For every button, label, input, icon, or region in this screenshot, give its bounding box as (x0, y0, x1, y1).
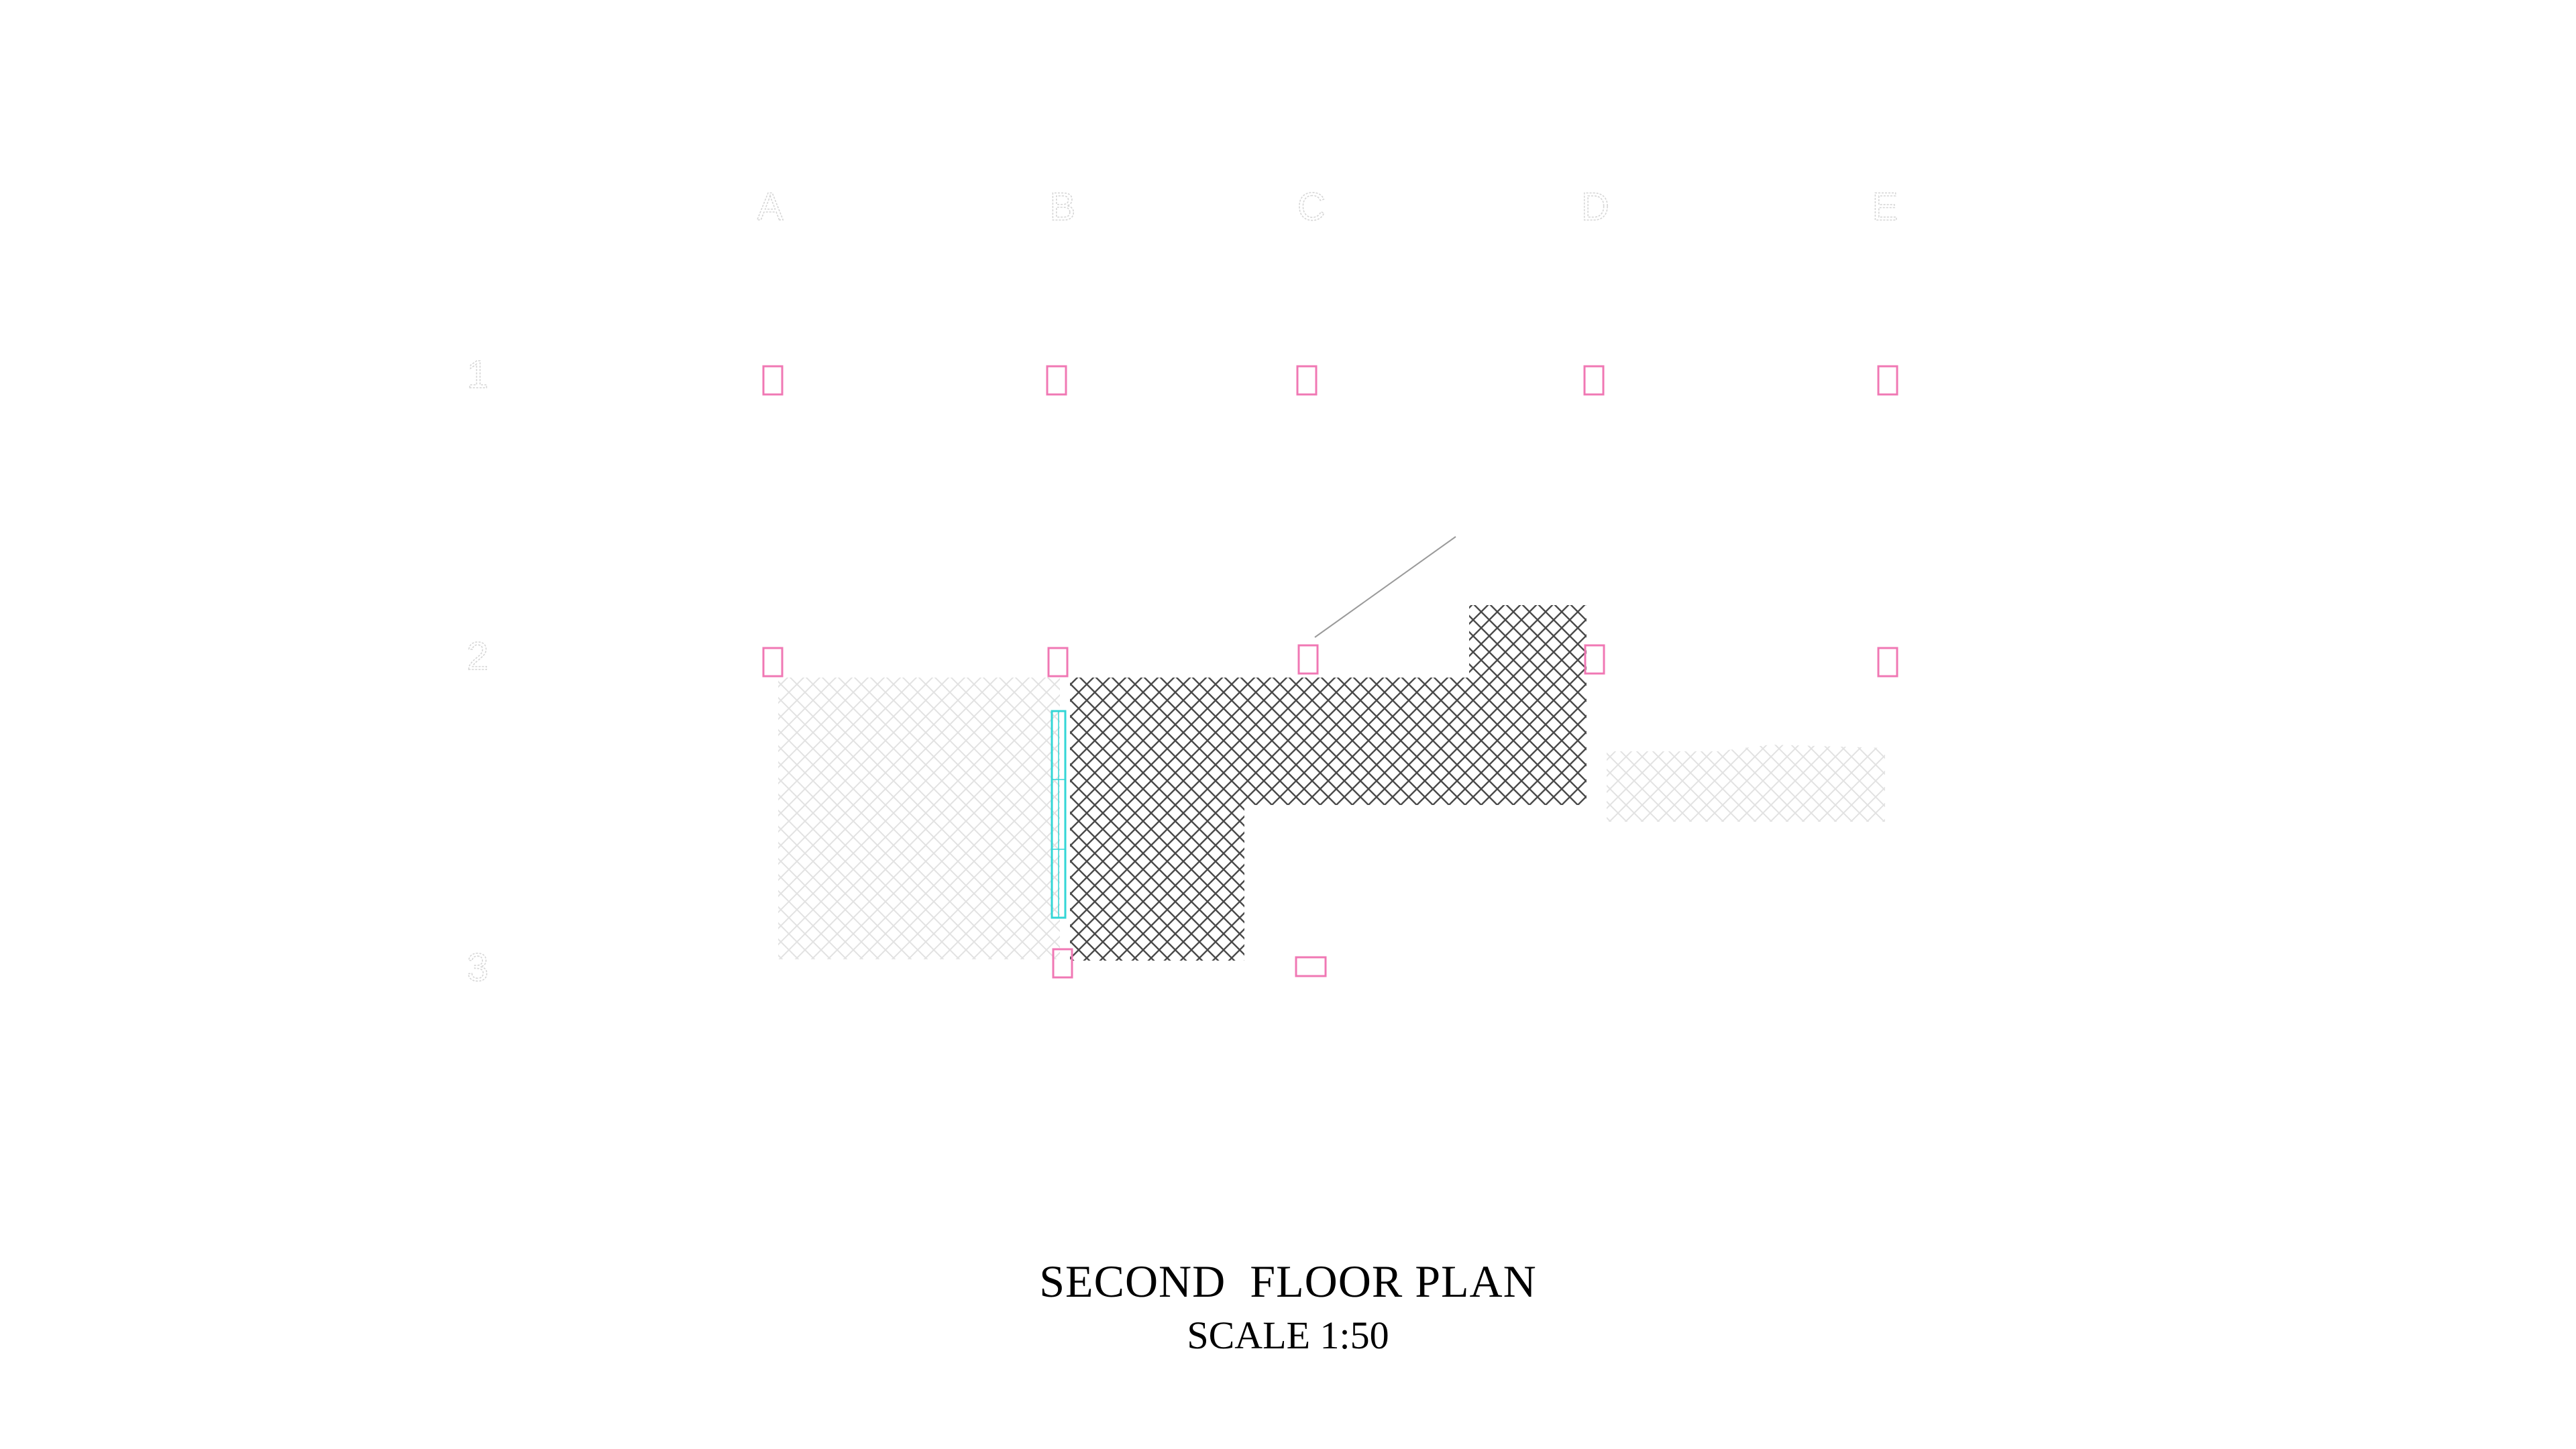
column-marker (762, 365, 784, 396)
column-marker (1047, 647, 1069, 678)
column-marker (1296, 365, 1318, 396)
column-markers-row-2 (762, 644, 1898, 678)
grid-label-column: B (1050, 185, 1076, 229)
grid-label-column: A (757, 185, 784, 229)
window-strip (1051, 710, 1067, 919)
column-marker (1297, 644, 1319, 675)
grid-label-column: C (1297, 185, 1326, 229)
grid-label-row: 1 (467, 353, 488, 396)
column-markers-row-3 (1052, 948, 1327, 979)
grid-label-column: E (1872, 185, 1898, 229)
leader-line (1314, 536, 1456, 638)
grid-label-column: D (1581, 185, 1609, 229)
column-marker (1052, 948, 1073, 979)
plan-title: SECOND FLOOR PLAN (1039, 1256, 1537, 1307)
column-marker (1583, 365, 1605, 396)
column-marker (762, 647, 784, 678)
faint-hatched-area-east (1607, 745, 1885, 822)
column-marker (1877, 647, 1898, 678)
grid-row-labels: 1 2 3 (466, 352, 489, 990)
grid-label-row: 2 (467, 635, 488, 678)
grid-column-labels: A B C D E (757, 184, 1898, 229)
column-markers-row-1 (762, 365, 1898, 396)
column-marker (1877, 365, 1898, 396)
column-marker (1295, 956, 1327, 977)
plan-scale: SCALE 1:50 (1187, 1313, 1389, 1357)
slab-hatched-area (1070, 605, 1587, 961)
column-marker (1046, 365, 1067, 396)
column-marker (1584, 644, 1605, 675)
grid-label-row: 3 (467, 946, 488, 989)
faint-hatched-area-west (778, 678, 1060, 959)
